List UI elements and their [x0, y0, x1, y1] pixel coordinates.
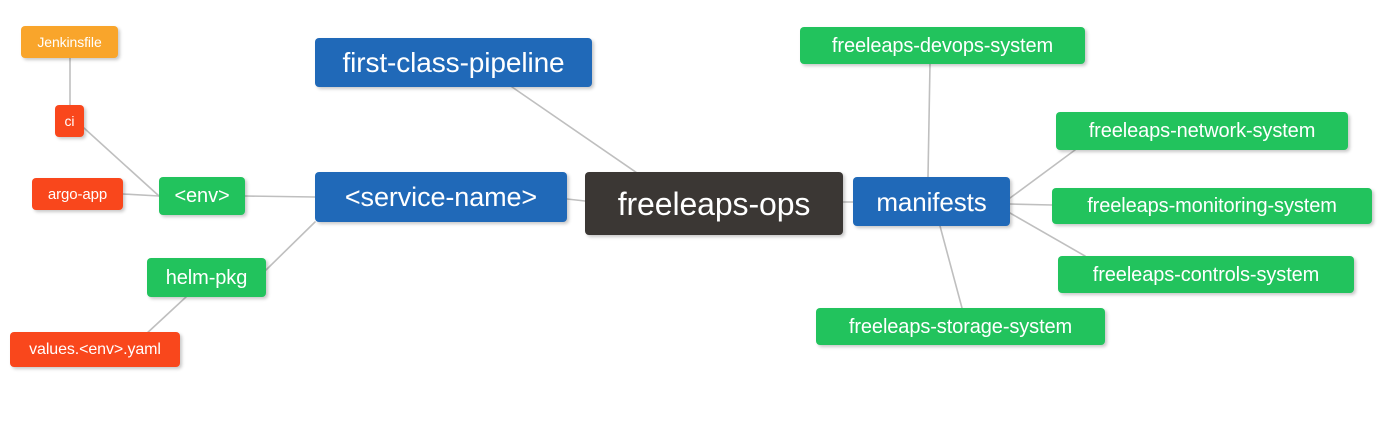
- edge-argo-app-to-env: [122, 193, 160, 197]
- node-env[interactable]: <env>: [159, 177, 245, 215]
- edge-manifests-to-freeleaps-monitoring-system: [1009, 203, 1053, 206]
- node-label-freeleaps-ops: freeleaps-ops: [617, 185, 811, 222]
- node-freeleaps-network-system[interactable]: freeleaps-network-system: [1056, 112, 1348, 150]
- node-label-first-class-pipeline: first-class-pipeline: [342, 46, 565, 78]
- node-label-freeleaps-controls-system: freeleaps-controls-system: [1092, 263, 1320, 286]
- edge-service-name-to-helm-pkg: [265, 221, 316, 271]
- node-argo-app[interactable]: argo-app: [32, 178, 123, 210]
- edge-manifests-to-freeleaps-devops-system: [927, 63, 931, 178]
- edge-service-name-to-freeleaps-ops: [566, 198, 586, 202]
- edge-manifests-to-freeleaps-storage-system: [939, 225, 963, 309]
- node-label-freeleaps-monitoring-system: freeleaps-monitoring-system: [1087, 195, 1337, 217]
- node-first-class-pipeline[interactable]: first-class-pipeline: [315, 38, 592, 87]
- node-label-jenkinsfile: Jenkinsfile: [37, 34, 102, 50]
- node-label-manifests: manifests: [876, 186, 987, 217]
- node-freeleaps-controls-system[interactable]: freeleaps-controls-system: [1058, 256, 1354, 293]
- node-values-yaml[interactable]: values.<env>.yaml: [10, 332, 180, 367]
- node-label-freeleaps-network-system: freeleaps-network-system: [1088, 120, 1316, 142]
- node-manifests[interactable]: manifests: [853, 177, 1010, 226]
- edge-env-to-service-name: [244, 195, 316, 198]
- node-freeleaps-storage-system[interactable]: freeleaps-storage-system: [816, 308, 1105, 345]
- node-label-values-yaml: values.<env>.yaml: [29, 340, 161, 358]
- node-freeleaps-ops[interactable]: freeleaps-ops: [585, 172, 843, 235]
- node-label-freeleaps-storage-system: freeleaps-storage-system: [848, 315, 1073, 338]
- node-service-name[interactable]: <service-name>: [315, 172, 567, 222]
- edge-helm-pkg-to-values-yaml: [144, 296, 187, 336]
- node-label-env: <env>: [174, 185, 230, 207]
- node-label-service-name: <service-name>: [344, 181, 538, 212]
- edge-first-class-pipeline-to-freeleaps-ops: [511, 86, 641, 176]
- node-label-ci: ci: [64, 113, 75, 129]
- node-label-argo-app: argo-app: [47, 185, 108, 203]
- node-freeleaps-devops-system[interactable]: freeleaps-devops-system: [800, 27, 1085, 64]
- node-label-freeleaps-devops-system: freeleaps-devops-system: [831, 34, 1054, 57]
- node-jenkinsfile[interactable]: Jenkinsfile: [21, 26, 118, 58]
- node-freeleaps-monitoring-system[interactable]: freeleaps-monitoring-system: [1052, 188, 1372, 224]
- node-helm-pkg[interactable]: helm-pkg: [147, 258, 266, 297]
- node-label-helm-pkg: helm-pkg: [165, 266, 248, 289]
- node-ci[interactable]: ci: [55, 105, 84, 137]
